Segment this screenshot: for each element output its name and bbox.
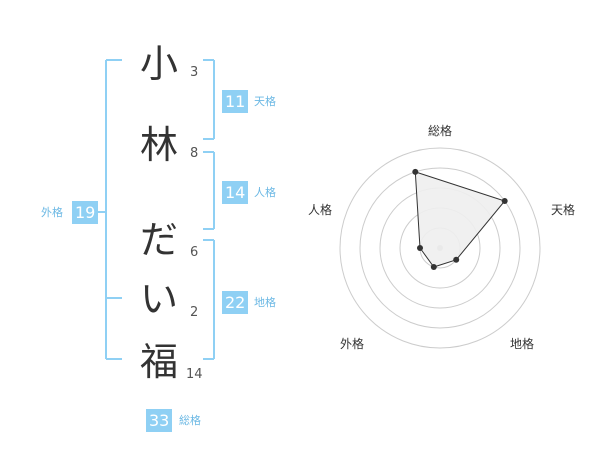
radar-ring-4: [359, 167, 521, 329]
radar-label-soukaku: 総格: [428, 124, 453, 138]
radar-label-tenkaku: 天格: [551, 203, 576, 217]
radar-point-1: [412, 168, 419, 175]
stroke-count-5: 14: [186, 367, 203, 382]
chikaku-value-badge: 22: [222, 291, 249, 314]
name-char-4: い: [139, 277, 178, 321]
radar-point-3: [453, 256, 460, 263]
name-char-5: 福: [139, 340, 178, 384]
jinkaku-value-badge: 14: [222, 181, 249, 204]
soukaku-label: 総格: [179, 414, 201, 427]
gaikaku-value-badge: 19: [72, 201, 99, 224]
soukaku-value-badge: 33: [146, 409, 173, 432]
tenkaku-value-badge: 11: [222, 90, 249, 113]
gaikaku-label: 外格: [41, 206, 63, 219]
stroke-count-1: 3: [190, 65, 199, 80]
stroke-count-4: 2: [190, 305, 199, 320]
radar-point-2: [501, 198, 508, 204]
radar-value-polygon: [414, 171, 506, 268]
radar-point-4: [430, 264, 437, 270]
name-char-3: だ: [139, 218, 178, 262]
chikaku-label: 地格: [254, 296, 276, 309]
name-char-1: 小: [139, 42, 178, 86]
tenkaku-label: 天格: [254, 95, 276, 108]
radar-point-5: [417, 245, 423, 251]
radar-label-jinkaku: 人格: [308, 203, 333, 217]
radar-label-gaikaku: 外格: [340, 337, 365, 351]
jinkaku-label: 人格: [254, 186, 276, 199]
name-char-2: 林: [139, 123, 178, 167]
radar-ring-5: [339, 147, 541, 349]
radar-label-chikaku: 地格: [510, 337, 535, 351]
stroke-count-2: 8: [190, 146, 199, 161]
stroke-count-3: 6: [190, 245, 199, 260]
